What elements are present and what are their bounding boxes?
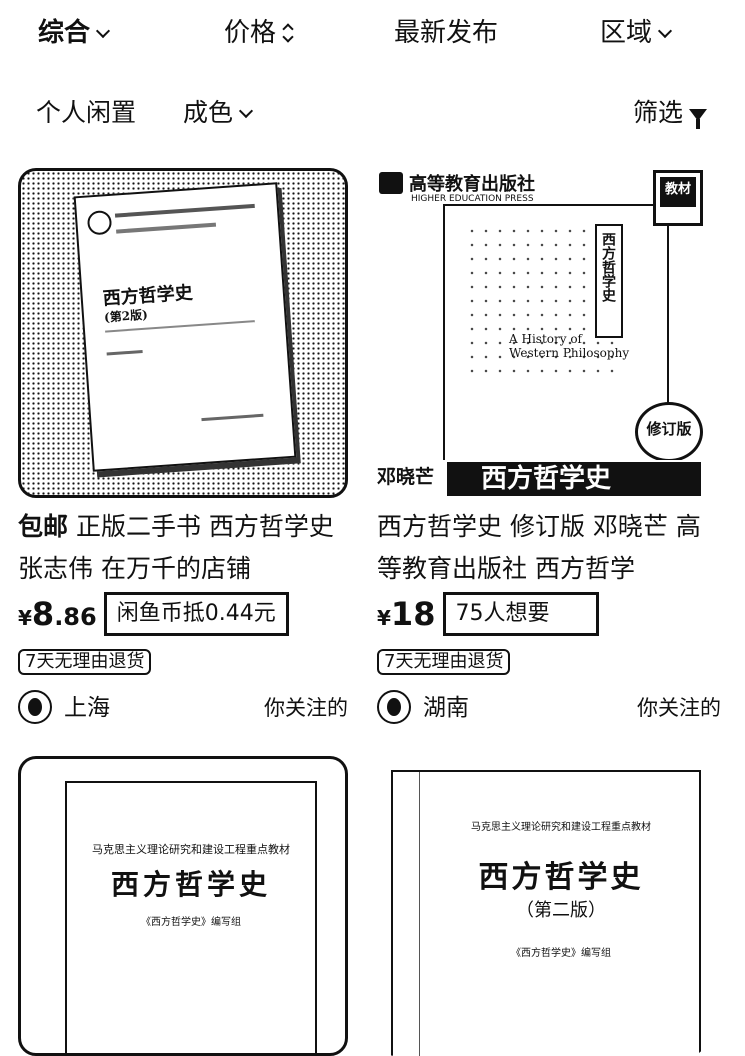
return-policy-tag: 7天无理由退货 [18, 649, 152, 675]
cover-publisher: 高等教育出版社 [409, 174, 535, 195]
sort-region-label: 区域 [600, 18, 653, 48]
product-title-text: 西方哲学史 修订版 邓晓芒 高等教育出版社 西方哲学 [377, 512, 701, 583]
book-cover: 马克思主义理论研究和建设工程重点教材 西方哲学史 《西方哲学史》编写组 [65, 781, 317, 1053]
cover-title-band: 西方哲学史 [447, 462, 701, 496]
product-price: ¥8.86 [18, 595, 97, 633]
cover-series: 马克思主义理论研究和建设工程重点教材 [92, 843, 290, 856]
cover-en-title: A History of Western Philosophy [509, 332, 630, 360]
product-title[interactable]: 西方哲学史 修订版 邓晓芒 高等教育出版社 西方哲学 [377, 506, 717, 590]
seller-row: 上海 你关注的 [18, 688, 348, 728]
cover-series: 马克思主义理论研究和建设工程重点教材 [471, 822, 651, 833]
coin-deduction-label: 闲鱼币抵0.44元 [103, 592, 289, 636]
product-card[interactable]: 西方哲学史 (第2版) 包邮 正版二手书 西方哲学史 张志伟 在万千的店铺 ¥8… [18, 168, 348, 728]
sort-updown-icon [282, 22, 294, 44]
price-row: ¥18 75人想要 [377, 592, 599, 636]
cover-edition: （第二版） [516, 900, 606, 921]
sort-latest-label: 最新发布 [394, 18, 499, 48]
book-cover: 西方哲学史 A History of Western Philosophy [443, 204, 669, 472]
filter-label: 筛选 [633, 98, 684, 127]
sort-bar: 综合 价格 最新发布 区域 [0, 10, 745, 56]
cover-editor: 《西方哲学史》编写组 [141, 917, 241, 928]
seller-avatar[interactable] [18, 690, 52, 724]
product-price: ¥18 [377, 595, 436, 633]
publisher-logo [86, 209, 113, 236]
product-image[interactable]: 马克思主义理论研究和建设工程重点教材 西方哲学史 《西方哲学史》编写组 [18, 756, 348, 1056]
cover-line [114, 203, 255, 218]
follow-status: 你关注的 [264, 696, 348, 720]
product-card[interactable]: 高等教育出版社 HIGHER EDUCATION PRESS 西方哲学史 A H… [377, 168, 721, 728]
product-image[interactable]: 西方哲学史 (第2版) [18, 168, 348, 498]
book-cover: 西方哲学史 (第2版) [73, 182, 297, 472]
cover-bottom-band: 邓晓芒 西方哲学史 [377, 460, 707, 498]
revised-edition-badge: 修订版 [635, 402, 703, 462]
cover-line [201, 413, 264, 422]
cover-editor: 《西方哲学史》编写组 [511, 948, 611, 959]
wants-count-label: 75人想要 [442, 592, 599, 636]
cover-line [116, 222, 217, 234]
product-title[interactable]: 包邮 正版二手书 西方哲学史 张志伟 在万千的店铺 [18, 506, 358, 590]
cover-author: 邓晓芒 [377, 466, 435, 488]
publisher-logo [379, 172, 403, 194]
sort-price[interactable]: 价格 [224, 10, 294, 56]
sort-comprehensive[interactable]: 综合 [38, 10, 111, 56]
return-policy-tag: 7天无理由退货 [377, 649, 511, 675]
textbook-badge: 教材 [653, 170, 703, 226]
filter-condition[interactable]: 成色 [183, 90, 254, 136]
filter-personal-idle[interactable]: 个人闲置 [36, 90, 136, 136]
seller-location: 上海 [64, 695, 110, 721]
chevron-down-icon [657, 23, 673, 39]
sort-comprehensive-label: 综合 [38, 18, 91, 48]
chevron-down-icon [238, 103, 254, 119]
price-row: ¥8.86 闲鱼币抵0.44元 [18, 592, 289, 636]
filter-condition-label: 成色 [183, 98, 234, 127]
funnel-icon [689, 109, 708, 129]
filter-bar: 个人闲置 成色 筛选 [0, 90, 745, 136]
filter-personal-idle-label: 个人闲置 [36, 98, 137, 127]
filter-button[interactable]: 筛选 [633, 90, 708, 136]
cover-title: 西方哲学史 [478, 860, 644, 895]
cover-publisher-en: HIGHER EDUCATION PRESS [411, 194, 534, 204]
product-title-text: 正版二手书 西方哲学史 张志伟 在万千的店铺 [18, 512, 334, 583]
book-spine [397, 772, 420, 1056]
cover-edition: (第2版) [103, 307, 149, 325]
book-cover: 马克思主义理论研究和建设工程重点教材 西方哲学史 （第二版） 《西方哲学史》编写… [391, 770, 701, 1056]
sort-region[interactable]: 区域 [600, 10, 673, 56]
sort-price-label: 价格 [224, 18, 277, 48]
seller-row: 湖南 你关注的 [377, 688, 721, 728]
seller-avatar[interactable] [377, 690, 411, 724]
spine-label: 西方哲学史 [595, 224, 623, 338]
cover-line [106, 350, 143, 356]
seller-location: 湖南 [423, 695, 469, 721]
cover-pattern [465, 224, 615, 374]
follow-status: 你关注的 [637, 696, 721, 720]
product-card[interactable]: 马克思主义理论研究和建设工程重点教材 西方哲学史 （第二版） 《西方哲学史》编写… [377, 756, 707, 1056]
chevron-down-icon [95, 23, 111, 39]
free-shipping-badge: 包邮 [18, 512, 69, 541]
product-image[interactable]: 高等教育出版社 HIGHER EDUCATION PRESS 西方哲学史 A H… [377, 168, 707, 498]
cover-title: 西方哲学史 [110, 868, 271, 901]
product-card[interactable]: 马克思主义理论研究和建设工程重点教材 西方哲学史 《西方哲学史》编写组 [18, 756, 348, 1056]
sort-latest[interactable]: 最新发布 [394, 10, 498, 56]
product-image[interactable]: 马克思主义理论研究和建设工程重点教材 西方哲学史 （第二版） 《西方哲学史》编写… [377, 756, 707, 1056]
cover-title: 西方哲学史 [102, 282, 194, 310]
